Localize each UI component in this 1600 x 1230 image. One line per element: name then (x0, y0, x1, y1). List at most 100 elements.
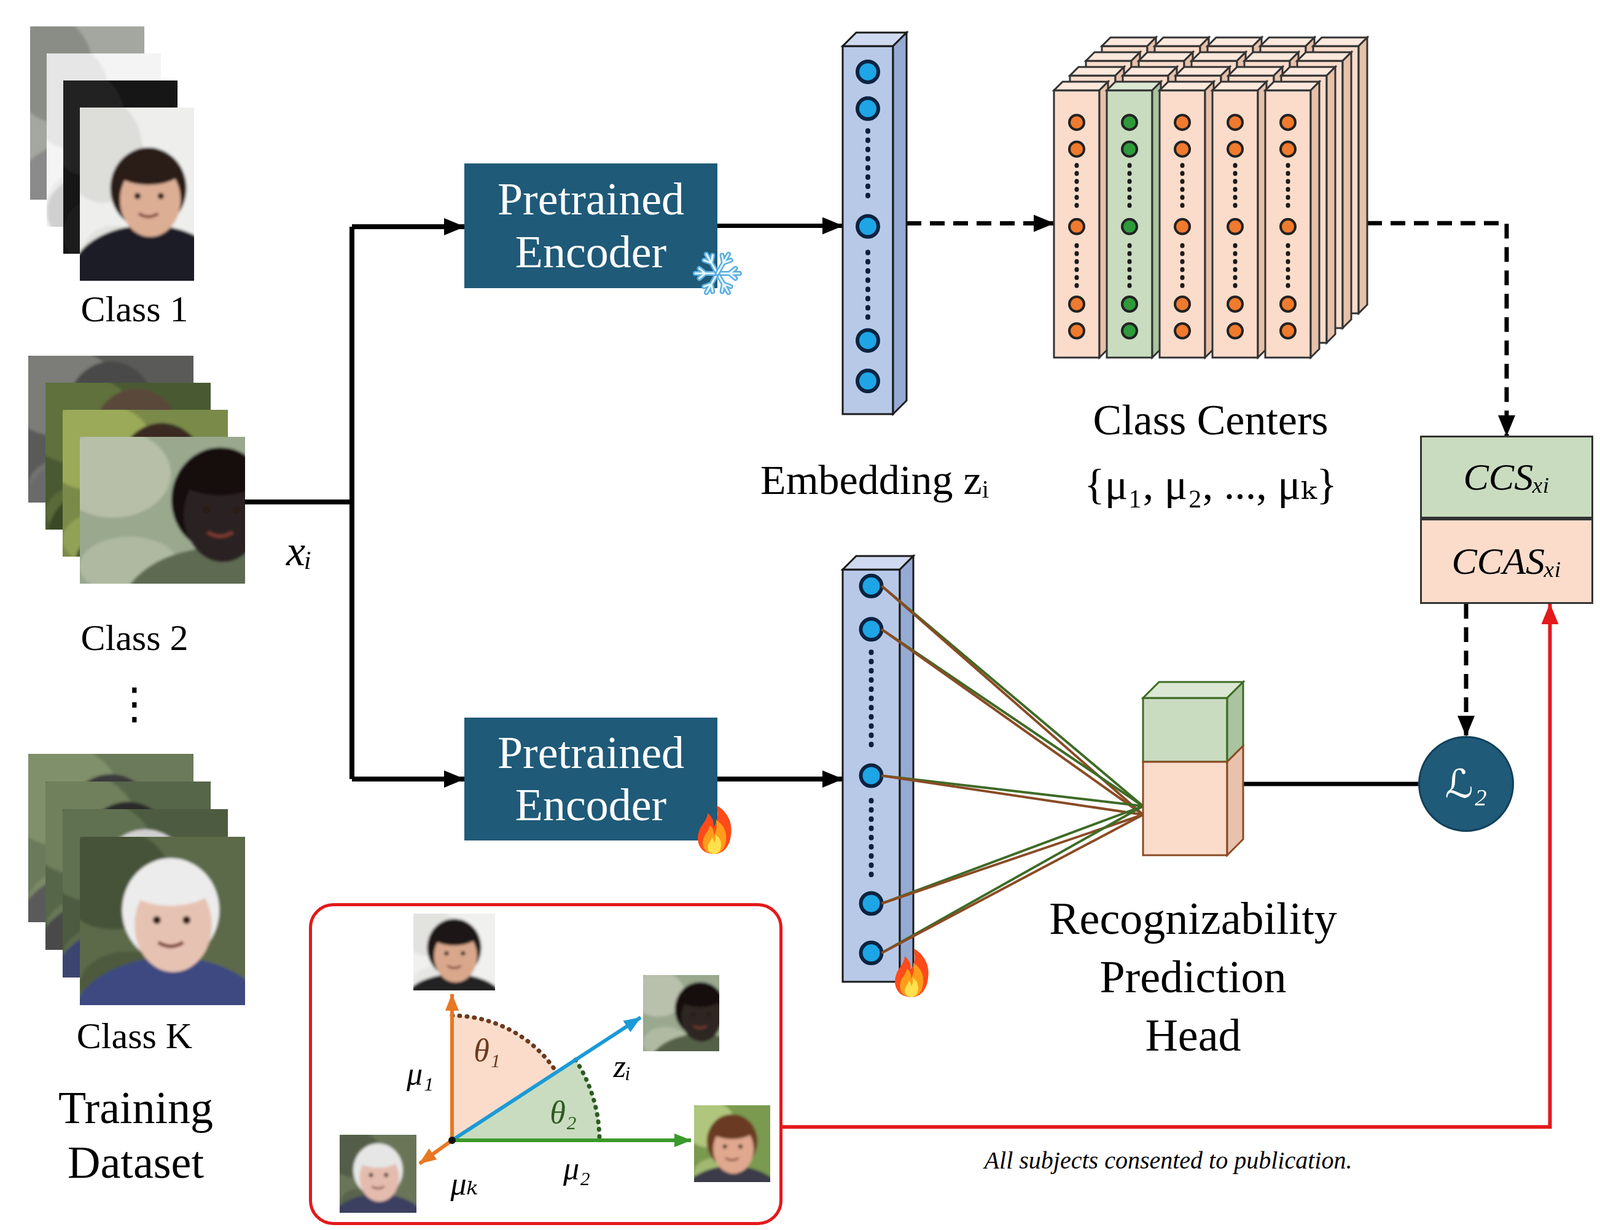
prism-face (1212, 90, 1258, 358)
prism-face (842, 46, 894, 414)
frozen-icon (717, 273, 731, 293)
math-symbol: θ₂ (549, 1094, 577, 1130)
eye (706, 1012, 711, 1017)
face-photo (79, 436, 246, 584)
center-unit (1227, 141, 1243, 157)
eye (157, 192, 164, 200)
face-photo (339, 1134, 417, 1213)
mouth (725, 1157, 739, 1160)
hair (710, 1119, 755, 1139)
vector-unit (861, 942, 882, 964)
eye (134, 192, 141, 200)
flame (697, 805, 732, 854)
frozen-icon (717, 254, 731, 274)
head-face (1143, 761, 1228, 855)
arrow-connector (717, 223, 843, 228)
center-unit (1280, 296, 1296, 312)
ellipsis-dots (1074, 165, 1080, 209)
mouth (693, 1025, 707, 1028)
class-label: Class K (76, 1013, 193, 1058)
angle-wedge (452, 1059, 600, 1140)
center-unit (1069, 114, 1085, 130)
face-photo (694, 1104, 771, 1182)
prism-side (1326, 66, 1336, 343)
ellipsis-dots (865, 130, 871, 205)
arrow-connector (782, 603, 1551, 1127)
prism-side (1358, 37, 1368, 314)
score-label: CCSₓᵢ (1463, 455, 1550, 499)
eye (202, 505, 211, 514)
ellipsis-mark: ⋮ (113, 678, 157, 730)
flame (702, 819, 726, 854)
embedding-arrow (452, 1017, 641, 1140)
head-label: Recognizability Prediction Head (1049, 889, 1338, 1065)
ellipsis-dots (865, 251, 871, 319)
input-arrow (351, 776, 465, 782)
frozen-icon (695, 254, 740, 293)
dataset-label: Training Dataset (58, 1080, 214, 1190)
embedding-vector: Embedding zᵢ (842, 32, 907, 414)
prism-face (1053, 90, 1100, 358)
frozen-icon (703, 273, 718, 293)
angle-illustration (308, 902, 783, 1225)
score-label: CCASₓᵢ (1451, 539, 1562, 583)
ellipsis-dots (1286, 165, 1291, 209)
consent-note: All subjects consented to publication. (984, 1145, 1353, 1175)
prism-face (1159, 90, 1206, 358)
ccs-score-box: CCSₓᵢ (1420, 435, 1594, 519)
eye (738, 1144, 743, 1149)
vector-unit (857, 216, 879, 238)
vector-unit (857, 329, 879, 351)
hair (430, 924, 478, 946)
center-arrow (452, 1138, 691, 1142)
center-unit (1227, 323, 1243, 339)
ellipsis-dots (1127, 165, 1132, 209)
head-weight (881, 805, 1144, 904)
shoulders (79, 225, 195, 281)
ellipsis-dots (1233, 245, 1238, 289)
angle-inset: μ₁θ₁zᵢθ₂μ₂μₖ (308, 902, 783, 1225)
face-photo (339, 1134, 417, 1213)
head-side (1227, 745, 1244, 855)
prism-side (1310, 81, 1320, 358)
mouth (207, 531, 233, 537)
encoder-box: Pretrained Encoder (464, 163, 718, 289)
center-unit (1174, 114, 1190, 130)
origin-dot (448, 1136, 456, 1144)
math-symbol: μ₂ (563, 1150, 591, 1186)
mouth (158, 942, 184, 946)
ellipsis-dots (869, 800, 875, 883)
face-photo (643, 974, 720, 1051)
caption-group: Class Centers{μ₁, μ₂, ..., μₖ} (1084, 387, 1338, 517)
eye (444, 950, 449, 956)
input-symbol: xᵢ (286, 525, 313, 577)
frozen-icon (717, 273, 731, 293)
flame (707, 834, 722, 854)
hair (115, 155, 182, 185)
center-arrow (419, 1139, 453, 1164)
frozen-icon (703, 254, 718, 274)
frozen-icon (703, 254, 718, 274)
ellipsis-dots (1180, 245, 1185, 289)
mouth (371, 1186, 385, 1188)
center-unit (1122, 323, 1137, 339)
centers-formula: {μ₁, μ₂, ..., μₖ} (1084, 452, 1338, 517)
center-unit (1174, 219, 1190, 235)
arrow-connector (906, 221, 1054, 226)
eye (690, 1012, 696, 1017)
input-arrow (351, 224, 465, 230)
face-photo (79, 107, 195, 281)
angle-arc (575, 1059, 600, 1140)
vector-unit (861, 893, 882, 914)
mouth (138, 213, 159, 217)
face-photo (694, 1104, 771, 1182)
prism-side (893, 32, 907, 414)
arrow-connector (1243, 781, 1419, 787)
head-face (1143, 697, 1228, 762)
head-weight (881, 775, 1144, 807)
class-centers (1053, 37, 1368, 358)
class-label: Class 2 (80, 615, 188, 660)
hair (128, 867, 213, 906)
arrow-connector (1464, 603, 1469, 736)
feature-arrow (717, 776, 843, 782)
